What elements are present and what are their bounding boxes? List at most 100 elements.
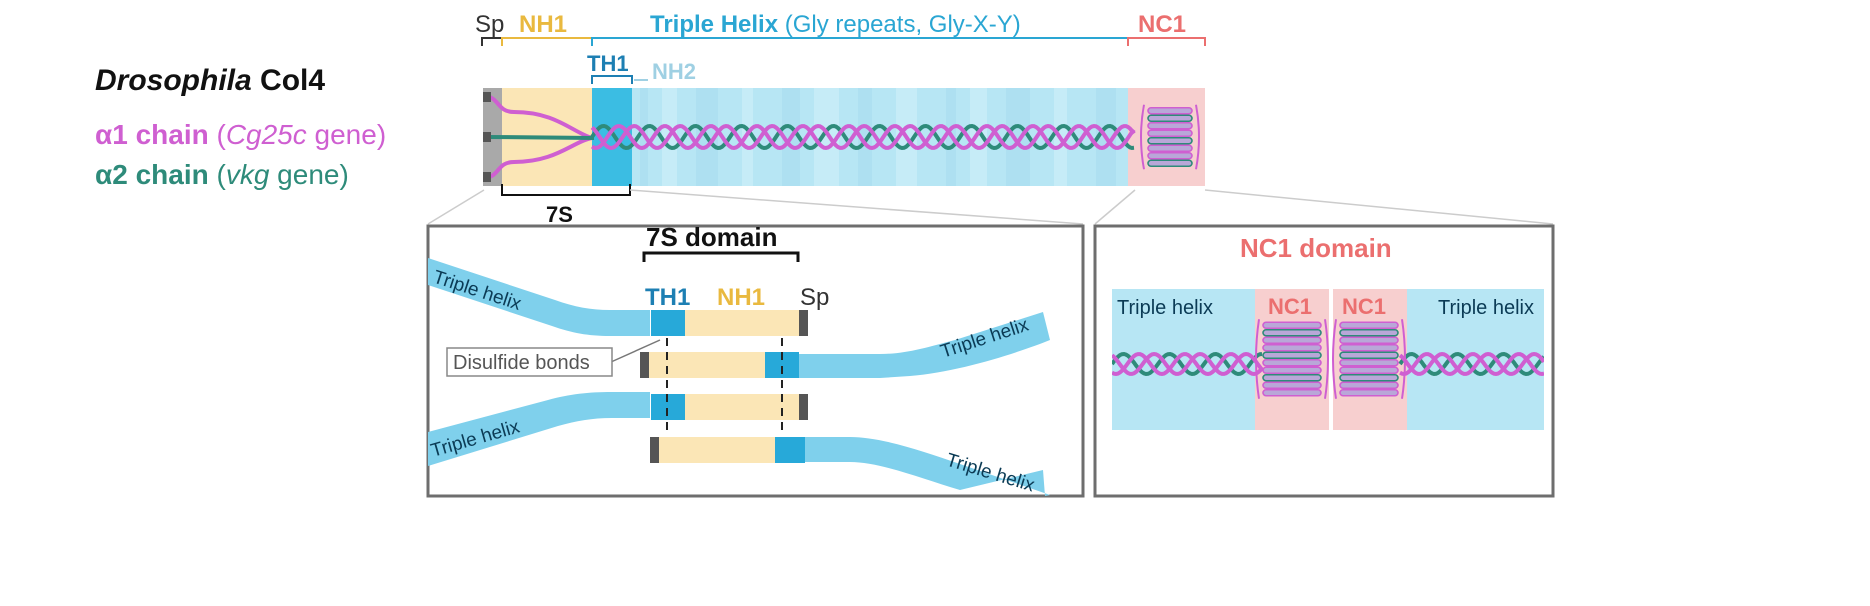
overview-stripe (858, 88, 872, 186)
nc1-loop (1262, 343, 1322, 352)
sp-bracket (481, 37, 503, 46)
7s-mol4-sp (650, 437, 659, 463)
nc1-loop (1339, 328, 1399, 337)
nc1-loop (1339, 366, 1399, 375)
nc1-loop (1339, 388, 1399, 397)
nc1-loop (1147, 129, 1193, 138)
panel-nc1-content (1112, 289, 1544, 430)
nc1-alpha1-helix-left-1 (1112, 352, 1264, 377)
nc1-loop (1262, 373, 1322, 382)
nc1-loop (1147, 144, 1193, 153)
nc1-loop (1147, 159, 1193, 168)
7s-mol2-nh1 (649, 352, 765, 378)
nc1-loop (1262, 381, 1322, 390)
alpha2-chain-label: α2 chain (vkg gene) (95, 159, 349, 190)
overview-nh2-label: NH2 (652, 59, 696, 84)
nc1-loop (1147, 151, 1193, 160)
disulfide-bonds-label: Disulfide bonds (453, 352, 590, 374)
nc1-loop (1147, 121, 1193, 130)
overview-nh1-label: NH1 (519, 11, 567, 38)
nc1-alpha1-helix-right-1 (1399, 352, 1544, 377)
7s-mol4-nh1 (659, 437, 775, 463)
nc1-bracket (1127, 37, 1206, 46)
overview-alpha1-nterm-1 (482, 94, 593, 140)
7s-helix-tail-4 (805, 437, 1050, 496)
7s-th1-label: TH1 (645, 284, 690, 311)
overview-stripe (1006, 88, 1030, 186)
overview-sp-label: Sp (475, 11, 504, 38)
7s-helix-tail-3 (428, 392, 650, 466)
overview-alpha1-helix-2 (590, 123, 1136, 150)
nc1-outline (1140, 104, 1200, 170)
nc1-alpha1-helix-right-2 (1398, 351, 1544, 376)
nc1-loop (1147, 114, 1193, 123)
disulfide-callout-box (446, 347, 613, 377)
nc1-chains (1112, 351, 1544, 377)
nc1-loop (1339, 343, 1399, 352)
zoom-guide-nc1-right (1204, 189, 1554, 225)
nc1-loop (1147, 136, 1193, 145)
7s-mol2-sp (640, 352, 649, 378)
diagram-title: Drosophila Col4 (95, 64, 325, 97)
nc1-helix-left-bg (1112, 289, 1255, 430)
7s-sp-label: Sp (800, 284, 829, 311)
nc1-alpha2-helix-left (1112, 351, 1263, 377)
nc1-globule-left (1255, 319, 1329, 399)
7s-helix-tail-1 (428, 258, 650, 336)
panel-nc1-title: NC1 domain (1240, 233, 1392, 263)
overview-7s-label: 7S (546, 202, 573, 227)
overview-stripe (814, 88, 839, 186)
nc1-outline (1255, 319, 1329, 399)
nc1-loop (1339, 321, 1399, 330)
nc1-loop (1339, 358, 1399, 367)
triple-helix-bracket (591, 37, 1129, 46)
7s-nh1-label: NH1 (717, 284, 765, 311)
nc1-loop (1262, 358, 1322, 367)
overview-sp-cap-2 (483, 132, 491, 142)
alpha1-chain-label: α1 chain (Cg25c gene) (95, 119, 386, 150)
7s-mol1-sp (799, 310, 808, 336)
nc1-helix-right-bg (1407, 289, 1544, 430)
nc1-loop (1339, 373, 1399, 382)
zoom-guide-7s-right (629, 189, 1084, 225)
panel-7s-content (428, 251, 1050, 496)
7s-helix-tail-2 (795, 312, 1050, 378)
nc1-helix-left-label: Triple helix (1117, 297, 1213, 319)
nc1-loop (1262, 321, 1322, 330)
nc1-loop (1262, 366, 1322, 375)
zoom-guide-7s-left (427, 189, 485, 225)
overview-brackets (481, 37, 1206, 196)
nc1-loop (1262, 336, 1322, 345)
7s-mol3-sp (799, 394, 808, 420)
seven-s-bracket (501, 184, 631, 196)
overview-th1-label: TH1 (587, 51, 629, 76)
nc1-left-label: NC1 (1268, 294, 1312, 319)
overview-alpha2-nterm (482, 135, 595, 140)
zoom-guide-nc1-left (1094, 189, 1136, 225)
overview-sp-cap-3 (483, 172, 491, 182)
overview-triple-helix-label: Triple Helix (Gly repeats, Gly-X-Y) (650, 11, 1021, 38)
overview-nc1-label: NC1 (1138, 11, 1186, 38)
nc1-right-label: NC1 (1342, 294, 1386, 319)
overview-nc1-globule (1140, 104, 1200, 170)
overview-alpha1-nterm-2 (482, 136, 593, 180)
overview-alpha1-helix-1 (590, 124, 1136, 151)
nc1-loop (1262, 351, 1322, 360)
nc1-loop (1339, 381, 1399, 390)
th1-bracket (591, 75, 633, 84)
overview-sp-cap-1 (483, 92, 491, 102)
7s-domain-bracket (642, 251, 800, 262)
nc1-alpha1-helix-left-2 (1112, 351, 1264, 376)
7s-mol1-th1 (651, 310, 685, 336)
panel-7s-title: 7S domain (646, 222, 777, 252)
disulfide-callout-line (610, 339, 661, 363)
nc1-loop (1339, 336, 1399, 345)
nc1-loop (1147, 106, 1193, 115)
nc1-loop (1262, 388, 1322, 397)
7s-mol1-nh1 (685, 310, 799, 336)
nh1-bracket (501, 37, 593, 46)
nc1-globule-right (1332, 319, 1406, 399)
nc1-loop (1262, 328, 1322, 337)
overview-stripe (970, 88, 987, 186)
